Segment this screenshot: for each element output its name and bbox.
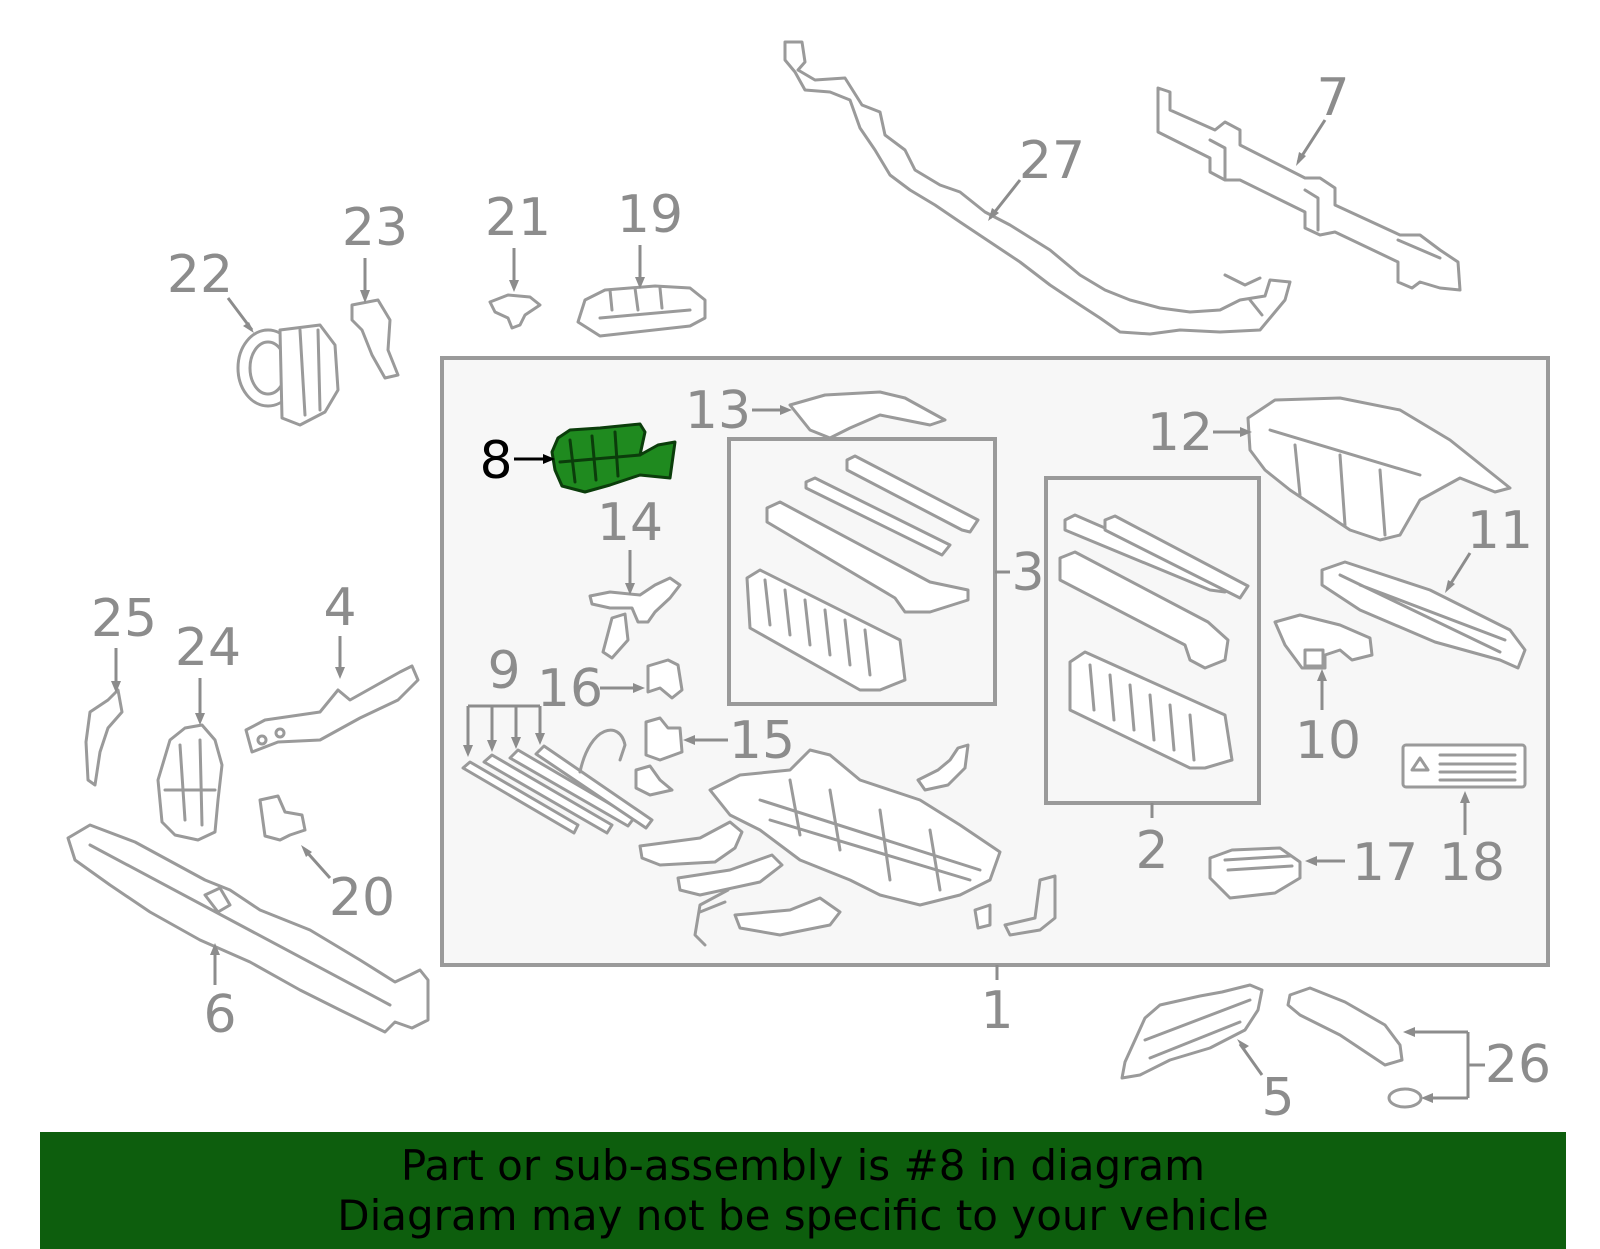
part-10-duct[interactable] (1273, 613, 1374, 670)
callout-10[interactable]: 10 (1295, 711, 1361, 771)
callout-22[interactable]: 22 (167, 245, 233, 305)
part-11-battery-tray-cover[interactable] (1320, 560, 1527, 670)
info-banner: Part or sub-assembly is #8 in diagram Di… (40, 1132, 1566, 1249)
part-12-cover[interactable] (1246, 396, 1512, 542)
callout-19[interactable]: 19 (617, 185, 683, 245)
callout-20[interactable]: 20 (329, 868, 395, 928)
part-9-rails[interactable] (461, 744, 654, 835)
part-18-caution-label[interactable] (1401, 743, 1527, 789)
part-20-bracket[interactable] (258, 794, 307, 842)
part-19-junction-block[interactable] (576, 284, 707, 338)
part-1-battery-tray[interactable] (708, 748, 1002, 907)
part-6-sill-rail[interactable] (66, 823, 430, 1034)
callout-4[interactable]: 4 (323, 578, 356, 638)
part-21-clip[interactable] (488, 293, 542, 330)
part-25-bracket[interactable] (84, 688, 124, 787)
callout-17[interactable]: 17 (1352, 833, 1418, 893)
callout-24[interactable]: 24 (175, 618, 241, 678)
callout-18[interactable]: 18 (1439, 833, 1505, 893)
part-13-cover-plate[interactable] (788, 390, 947, 440)
part-26-duct-and-clip[interactable] (1286, 986, 1423, 1109)
part-17-ecu[interactable] (1208, 846, 1302, 900)
part-26-leaders (1403, 1027, 1485, 1103)
part-14-wire-connector[interactable] (588, 576, 682, 660)
callout-9[interactable]: 9 (487, 641, 520, 701)
callout-2[interactable]: 2 (1135, 821, 1168, 881)
part-8-highlighted-bracket[interactable] (550, 422, 677, 494)
part-22-blower-motor[interactable] (236, 323, 340, 427)
part-27-wire-harness[interactable] (783, 40, 1292, 336)
callout-7[interactable]: 7 (1316, 68, 1349, 128)
callout-23[interactable]: 23 (342, 198, 408, 258)
part-2-battery-module-set[interactable] (1058, 513, 1250, 770)
callout-15[interactable]: 15 (729, 711, 795, 771)
callout-27[interactable]: 27 (1019, 131, 1085, 191)
callout-11[interactable]: 11 (1467, 501, 1533, 561)
callout-26[interactable]: 26 (1485, 1035, 1551, 1095)
part-7-frame-rail[interactable] (1156, 86, 1462, 292)
part-16-clamp[interactable] (646, 658, 684, 700)
callout-13[interactable]: 13 (685, 381, 751, 441)
callout-12[interactable]: 12 (1147, 403, 1213, 463)
part-15-bracket[interactable] (634, 716, 684, 797)
part-23-bracket[interactable] (350, 298, 400, 380)
callout-6[interactable]: 6 (203, 985, 236, 1045)
callout-21[interactable]: 21 (485, 188, 551, 248)
part-5-module-bracket[interactable] (1120, 983, 1264, 1080)
part-1-misc-brackets[interactable] (578, 728, 1057, 947)
callout-16[interactable]: 16 (537, 659, 603, 719)
part-24-duct[interactable] (156, 723, 224, 842)
callout-8[interactable]: 8 (479, 431, 512, 491)
callout-3[interactable]: 3 (1011, 543, 1044, 603)
banner-line-1: Part or sub-assembly is #8 in diagram (400, 1140, 1206, 1190)
callout-5[interactable]: 5 (1261, 1068, 1294, 1128)
part-4-bracket[interactable] (244, 664, 420, 754)
part-9-leaders (463, 704, 545, 757)
callout-1[interactable]: 1 (980, 981, 1013, 1041)
callout-25[interactable]: 25 (91, 589, 157, 649)
part-3-battery-module-set[interactable] (745, 454, 980, 692)
banner-line-2: Diagram may not be specific to your vehi… (337, 1190, 1269, 1240)
callout-14[interactable]: 14 (597, 493, 663, 553)
